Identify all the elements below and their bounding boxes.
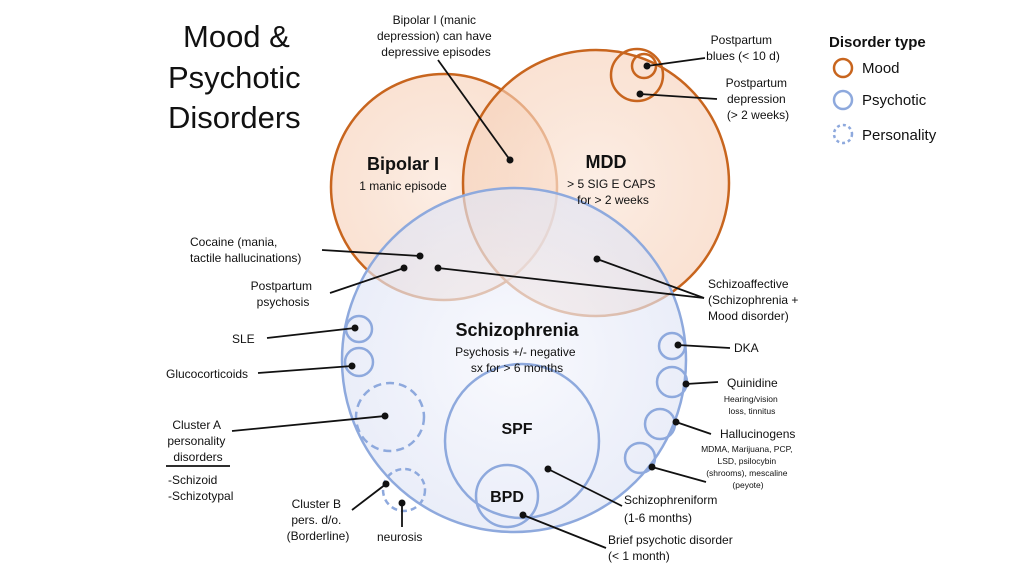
schizophreniform-label: Schizophreniform (1-6 months) (624, 493, 721, 525)
postpartum-depression-circle (609, 47, 665, 103)
legend-mood-label: Mood (862, 60, 900, 77)
glucocorticoids-label: Glucocorticoids (166, 367, 248, 381)
schizophrenia-desc: Psychosis +/- negative sx for > 6 months (455, 345, 579, 375)
glucocorticoids-circle (343, 346, 375, 378)
cluster-b-circle (381, 467, 427, 513)
legend-psychotic-label: Psychotic (862, 92, 927, 109)
cluster-a-circle (354, 381, 426, 453)
cluster-a-label: Cluster A personality disorders (167, 418, 228, 464)
brief-psychotic-label: Brief psychotic disorder (< 1 month) (608, 533, 736, 563)
bpd-label: BPD (490, 489, 524, 506)
schizophrenia-circle (340, 186, 688, 534)
dka-label: DKA (734, 341, 759, 355)
legend-mood-swatch (832, 57, 854, 79)
legend-personality-swatch (832, 123, 854, 145)
cluster-b-label: Cluster B pers. d/o. (Borderline) (287, 497, 350, 543)
postpartum-blues-label: Postpartum blues (< 10 d) (706, 33, 780, 63)
bpd-circle (474, 463, 540, 529)
postpartum-psychosis-label: Postpartum psychosis (251, 279, 316, 309)
legend-psychotic-swatch (832, 89, 854, 111)
leader-lines (166, 57, 731, 549)
title-line: Disorders (168, 100, 301, 135)
hallucinogens-circle-2 (623, 441, 657, 475)
spf-label: SPF (501, 421, 532, 438)
hallucinogens-label: Hallucinogens (720, 427, 795, 441)
schizoaffective-label: Schizoaffective (Schizophrenia + Mood di… (708, 277, 802, 323)
neurosis-label: neurosis (377, 530, 422, 544)
legend-heading: Disorder type (829, 34, 926, 51)
schizophrenia-label: Schizophrenia (455, 320, 579, 340)
postpartum-depression-label: Postpartum depression (> 2 weeks) (726, 76, 791, 122)
hallucinogens-note: MDMA, Marijuana, PCP, LSD, psilocybin (s… (701, 444, 795, 490)
mdd-label: MDD (586, 152, 627, 172)
title-line: Mood & (183, 19, 290, 54)
sle-label: SLE (232, 332, 255, 346)
legend: Disorder type Mood Psychotic Personality (829, 34, 937, 145)
quinidine-label: Quinidine (727, 376, 778, 390)
bipolar-label: Bipolar I (367, 154, 439, 174)
bipolar-note: Bipolar I (manic depression) can have de… (377, 13, 495, 59)
quinidine-note: Hearing/vision loss, tinnitus (724, 394, 780, 416)
cocaine-label: Cocaine (mania, tactile hallucinations) (190, 235, 301, 265)
diagram-title: Mood & Psychotic Disorders (168, 19, 309, 135)
bipolar-desc: 1 manic episode (359, 179, 447, 193)
postpartum-blues-circle (630, 52, 658, 80)
title-line: Psychotic (168, 60, 301, 95)
mdd-desc: > 5 SIG E CAPS for > 2 weeks (567, 177, 659, 207)
legend-personality-label: Personality (862, 127, 937, 144)
cluster-a-list: -Schizoid -Schizotypal (168, 473, 233, 503)
